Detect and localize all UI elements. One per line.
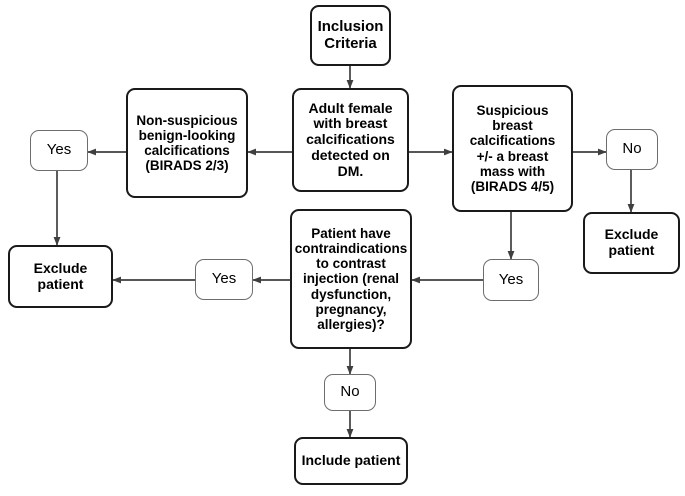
node-contraindications-label: Patient have contraindications to contra… (294, 226, 408, 332)
node-include-patient[interactable]: Include patient (294, 437, 408, 485)
node-non-suspicious-calcifications[interactable]: Non-suspicious benign-looking calcificat… (126, 88, 248, 198)
node-yes-mid-right-label: Yes (498, 270, 524, 288)
node-yes-left-top-label: Yes (46, 141, 72, 159)
node-exclude-patient-mid-left-label: Exclude patient (33, 259, 88, 292)
node-adult-female[interactable]: Adult female with breast calcifications … (292, 88, 409, 192)
node-yes-mid-right[interactable]: Yes (483, 259, 539, 301)
node-suspicious-calcifications[interactable]: Suspicious breast calcifications +/- a b… (452, 85, 573, 212)
node-no-bottom-label: No (340, 383, 360, 401)
node-inclusion-criteria[interactable]: Inclusion Criteria (310, 5, 391, 66)
node-exclude-patient-right-label: Exclude patient (604, 226, 659, 258)
node-yes-mid-left[interactable]: Yes (195, 259, 253, 300)
node-no-bottom[interactable]: No (324, 374, 376, 411)
node-contraindications[interactable]: Patient have contraindications to contra… (290, 209, 412, 349)
node-inclusion-criteria-label: Inclusion Criteria (317, 17, 384, 52)
node-exclude-patient-right[interactable]: Exclude patient (583, 212, 680, 274)
node-non-suspicious-label: Non-suspicious benign-looking calcificat… (136, 112, 238, 174)
node-include-patient-label: Include patient (301, 452, 401, 469)
node-no-right-top[interactable]: No (606, 129, 658, 170)
node-exclude-patient-mid-left[interactable]: Exclude patient (8, 245, 113, 308)
node-yes-mid-left-label: Yes (211, 270, 237, 288)
node-suspicious-label: Suspicious breast calcifications +/- a b… (469, 103, 556, 194)
node-adult-female-label: Adult female with breast calcifications … (306, 99, 395, 179)
node-yes-left-top[interactable]: Yes (30, 130, 88, 171)
node-no-right-top-label: No (622, 140, 642, 158)
